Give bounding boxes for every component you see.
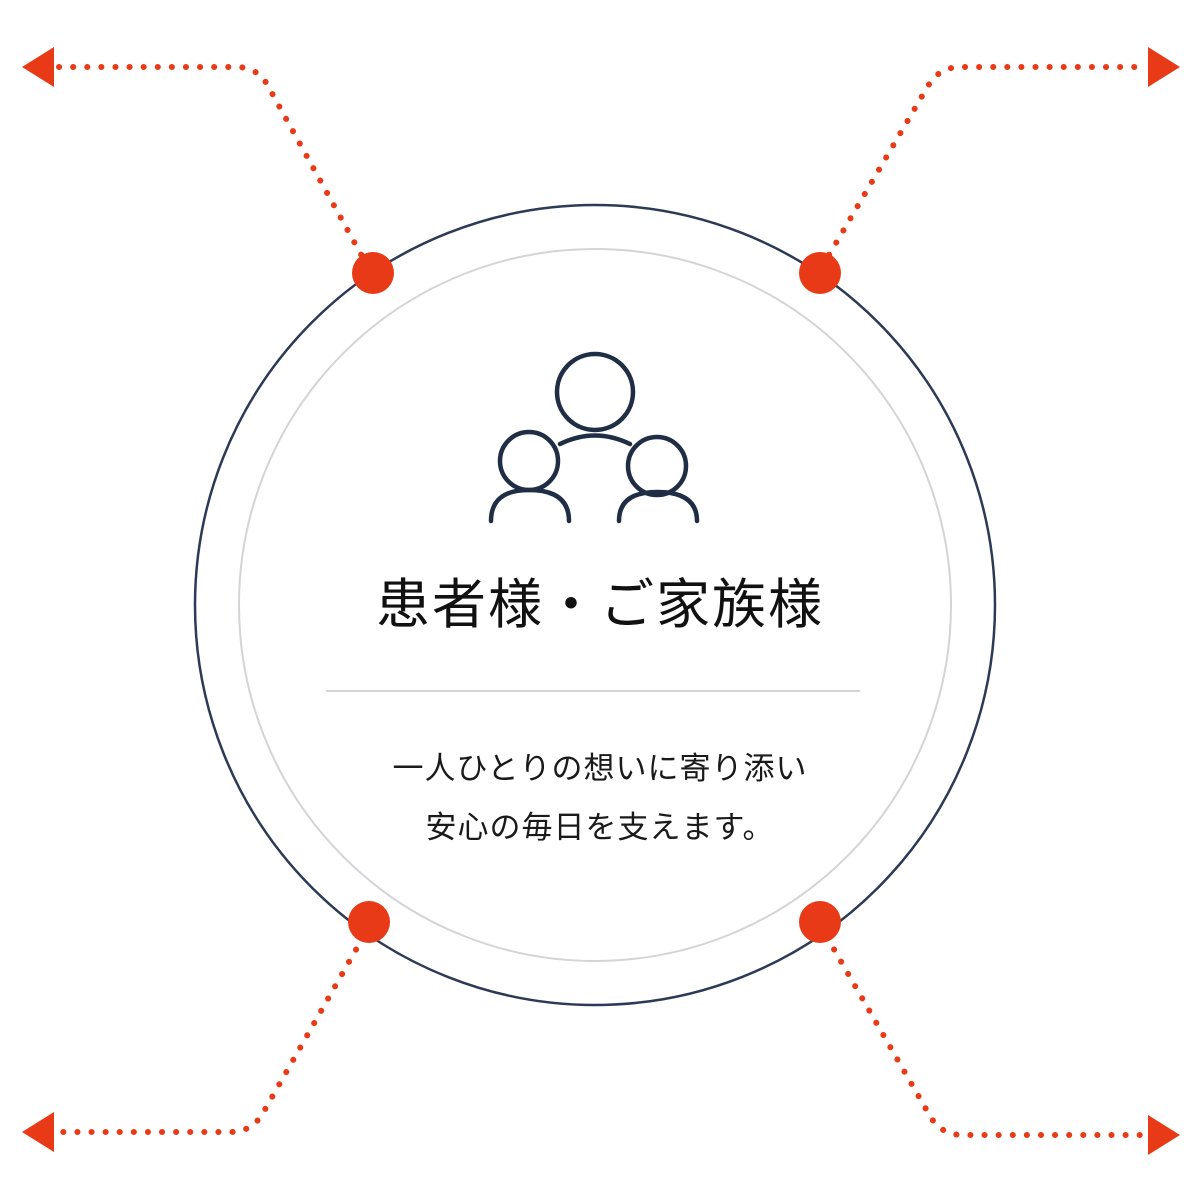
arrowhead-top-left	[22, 47, 54, 87]
divider	[326, 690, 860, 692]
connector-bottom-right	[817, 922, 1149, 1138]
arrowhead-bottom-right	[1148, 1115, 1180, 1155]
page-title: 患者様・ご家族様	[376, 573, 824, 636]
node-dot-top-right	[799, 252, 841, 294]
outer-circle	[193, 203, 997, 1007]
node-dot-bottom-right	[799, 901, 841, 943]
inner-circle	[238, 248, 952, 962]
node-dot-bottom-left	[348, 901, 390, 943]
arrowhead-bottom-left	[22, 1112, 54, 1152]
connector-top-right	[819, 64, 1149, 270]
connector-top-left	[51, 64, 371, 270]
arrowhead-top-right	[1148, 47, 1180, 87]
connector-bottom-left	[51, 922, 373, 1135]
description-line-1: 一人ひとりの想いに寄り添い	[392, 751, 808, 787]
node-dot-top-left	[352, 252, 394, 294]
people-group-icon	[488, 351, 700, 524]
description-line-2: 安心の毎日を支えます。	[425, 810, 775, 846]
